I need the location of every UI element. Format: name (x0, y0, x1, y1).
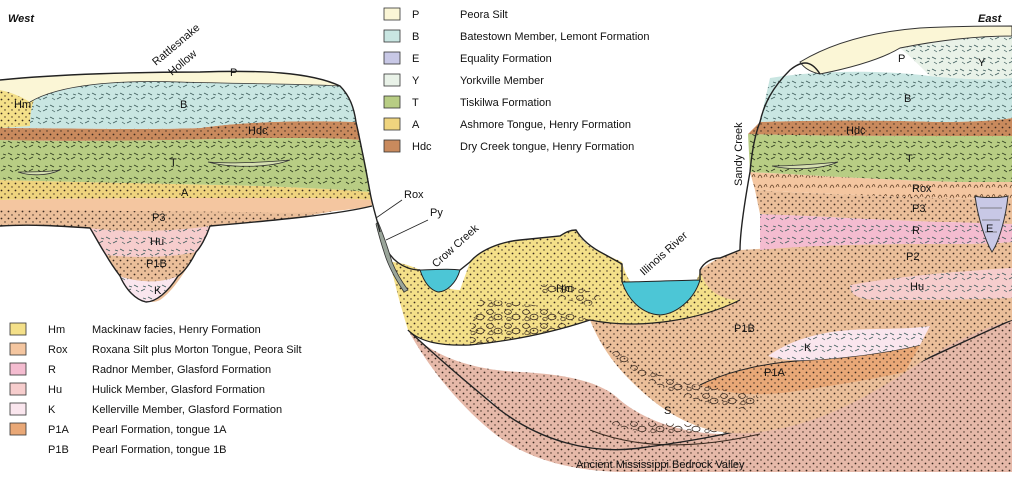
legend-bottom-code-p1a: P1A (48, 424, 69, 436)
unit-label-west-Hm: Hm (14, 99, 31, 111)
legend-bottom-code-r: R (48, 364, 56, 376)
unit-label-east-R: R (912, 225, 920, 237)
unit-label-west-P1B: P1B (146, 258, 167, 270)
legend-bottom-name-hm: Mackinaw facies, Henry Formation (92, 324, 261, 336)
legend-bottom-swatch-rox (10, 343, 26, 355)
legend-top-code-hdc: Hdc (412, 141, 432, 153)
unit-label-east-Hdc: Hdc (846, 125, 866, 137)
legend-bottom-code-rox: Rox (48, 344, 68, 356)
unit-label-center-S: S (664, 405, 671, 417)
legend-bottom-swatch-r (10, 363, 26, 375)
unit-label-east-P3: P3 (912, 203, 925, 215)
legend-top-name-b: Batestown Member, Lemont Formation (460, 31, 650, 43)
legend-bottom-swatch-hu (10, 383, 26, 395)
legend-bottom-item-rox: Rox Roxana Silt plus Morton Tongue, Peora… (10, 343, 302, 356)
unit-label-east-Hu: Hu (910, 281, 924, 293)
legend-top-item-p: P Peora Silt (384, 8, 508, 21)
legend-top-item-y: Y Yorkville Member (384, 74, 544, 87)
legend-top-name-hdc: Dry Creek tongue, Henry Formation (460, 141, 634, 153)
legend-bottom-name-rox: Roxana Silt plus Morton Tongue, Peora Si… (92, 344, 302, 356)
legend-top-code-p: P (412, 9, 419, 21)
unit-label-west-P: P (230, 67, 237, 79)
unit-label-west-A: A (181, 187, 189, 199)
legend-bottom-item-hm: Hm Mackinaw facies, Henry Formation (10, 323, 261, 336)
unit-label-center-P1B: P1B (734, 323, 755, 335)
unit-label-east-P2: P2 (906, 251, 919, 263)
west-label: West (8, 13, 35, 25)
legend-top-item-b: B Batestown Member, Lemont Formation (384, 30, 650, 43)
legend-top-name-a: Ashmore Tongue, Henry Formation (460, 119, 631, 131)
unit-label-west-Hu: Hu (150, 236, 164, 248)
legend-bottom-item-k: K Kellerville Member, Glasford Formation (10, 403, 282, 416)
legend-top-item-e: E Equality Formation (384, 52, 552, 65)
rox-callout: Rox (404, 189, 424, 201)
legend-top-name-t: Tiskilwa Formation (460, 97, 551, 109)
legend-bottom-name-p1a: Pearl Formation, tongue 1A (92, 424, 227, 436)
legend-top-swatch-hdc (384, 140, 400, 152)
unit-label-center-K: K (804, 342, 812, 354)
legend-bottom-swatch-k (10, 403, 26, 415)
legend-bottom-item-hu: Hu Hulick Member, Glasford Formation (10, 383, 265, 396)
legend-bottom-swatch-p1a (10, 423, 26, 435)
legend-bottom-code-hm: Hm (48, 324, 65, 336)
unit-label-east-T: T (906, 153, 913, 165)
legend-bottom-item-p1b: P1B Pearl Formation, tongue 1B (48, 444, 227, 456)
legend-top-item-hdc: Hdc Dry Creek tongue, Henry Formation (384, 140, 634, 153)
legend-bottom-code-k: K (48, 404, 56, 416)
legend-top-name-p: Peora Silt (460, 9, 508, 21)
unit-label-east-Rox: Rox (912, 183, 932, 195)
unit-label-east-P: P (898, 53, 905, 65)
legend-top-swatch-a (384, 118, 400, 130)
legend-top-swatch-e (384, 52, 400, 64)
legend-bottom-code-p1b: P1B (48, 444, 69, 456)
legend-top-code-y: Y (412, 75, 420, 87)
unit-label-west-T: T (170, 157, 177, 169)
legend-top-name-y: Yorkville Member (460, 75, 544, 87)
unit-label-west-K: K (154, 285, 162, 297)
east-label: East (978, 13, 1003, 25)
legend-top-swatch-p (384, 8, 400, 20)
legend-bottom-item-r: R Radnor Member, Glasford Formation (10, 363, 271, 376)
legend-bottom-swatch-hm (10, 323, 26, 335)
legend-top-item-a: A Ashmore Tongue, Henry Formation (384, 118, 631, 131)
legend-bottom-name-k: Kellerville Member, Glasford Formation (92, 404, 282, 416)
unit-label-east-B: B (904, 93, 911, 105)
legend-top-swatch-y (384, 74, 400, 86)
legend-bottom-name-hu: Hulick Member, Glasford Formation (92, 384, 265, 396)
unit-label-center-P1A: P1A (764, 367, 785, 379)
legend-top-code-t: T (412, 97, 419, 109)
legend-top-swatch-b (384, 30, 400, 42)
sandy-creek-label: Sandy Creek (733, 122, 745, 186)
legend-bottom-code-hu: Hu (48, 384, 62, 396)
unit-label-center-Hm: Hm (556, 283, 573, 295)
legend-top-code-a: A (412, 119, 420, 131)
valley-label: Ancient Mississippi Bedrock Valley (576, 459, 745, 471)
unit-label-west-P3: P3 (152, 212, 165, 224)
legend-bottom-item-p1a: P1A Pearl Formation, tongue 1A (10, 423, 227, 436)
legend-bottom-name-p1b: Pearl Formation, tongue 1B (92, 444, 227, 456)
unit-label-east-E: E (986, 223, 993, 235)
unit-label-west-Hdc: Hdc (248, 125, 268, 137)
py-callout: Py (430, 207, 443, 219)
legend-bottom-name-r: Radnor Member, Glasford Formation (92, 364, 271, 376)
legend-top-swatch-t (384, 96, 400, 108)
illinois-river-label: Illinois River (638, 229, 690, 278)
legend-top-code-e: E (412, 53, 419, 65)
unit-label-west-B: B (180, 99, 187, 111)
legend-top-code-b: B (412, 31, 419, 43)
legend-top-item-t: T Tiskilwa Formation (384, 96, 551, 109)
legend-top-name-e: Equality Formation (460, 53, 552, 65)
unit-label-east-Y: Y (978, 57, 986, 69)
